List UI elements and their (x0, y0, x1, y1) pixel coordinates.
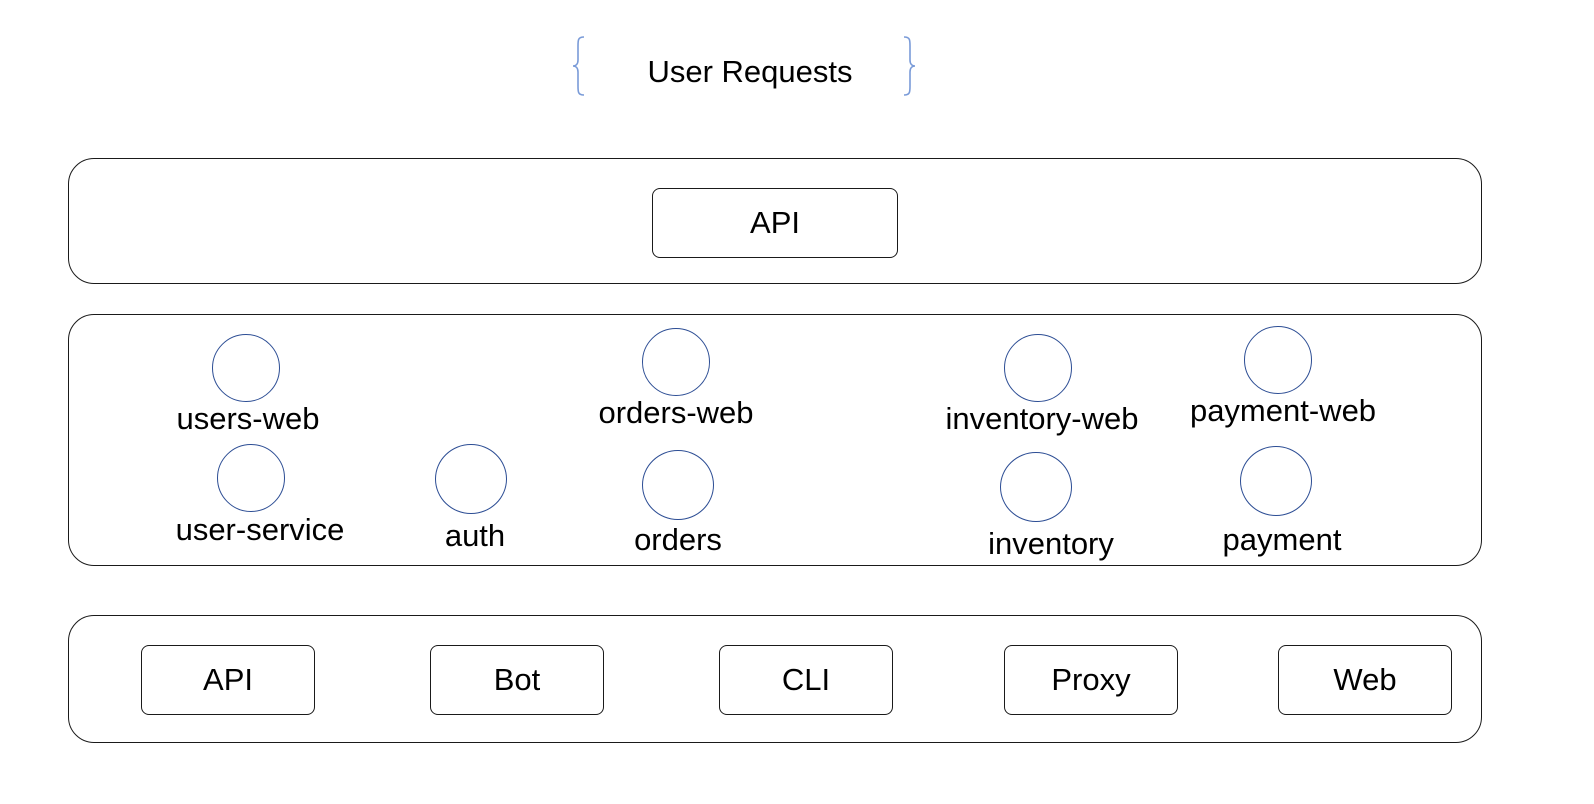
inventory-web-label: inventory-web (945, 401, 1139, 436)
client-bot-box[interactable]: Bot (430, 645, 604, 715)
gateway-layer: API (68, 158, 1482, 284)
clients-layer: API Bot CLI Proxy Web (68, 615, 1482, 743)
inventory-node-icon[interactable] (1000, 452, 1072, 522)
client-cli-label: CLI (781, 662, 831, 697)
user-service-label: user-service (175, 512, 345, 547)
client-proxy-box[interactable]: Proxy (1004, 645, 1178, 715)
payment-node-icon[interactable] (1240, 446, 1312, 516)
inventory-web-node-icon[interactable] (1004, 334, 1072, 402)
users-web-node-icon[interactable] (212, 334, 280, 402)
api-gateway-label: API (750, 205, 800, 240)
right-brace-icon (903, 36, 916, 96)
left-brace-icon (572, 36, 585, 96)
client-web-box[interactable]: Web (1278, 645, 1452, 715)
client-bot-label: Bot (493, 662, 541, 697)
user-service-node-icon[interactable] (217, 444, 285, 512)
client-api-box[interactable]: API (141, 645, 315, 715)
payment-label: payment (1222, 522, 1342, 557)
client-api-label: API (203, 662, 253, 697)
users-web-label: users-web (176, 401, 320, 436)
client-cli-box[interactable]: CLI (719, 645, 893, 715)
inventory-label: inventory (988, 526, 1114, 561)
api-gateway-box[interactable]: API (652, 188, 898, 258)
client-proxy-label: Proxy (1051, 662, 1131, 697)
client-web-label: Web (1333, 662, 1397, 697)
payment-web-node-icon[interactable] (1244, 326, 1312, 394)
auth-label: auth (444, 518, 506, 553)
orders-web-node-icon[interactable] (642, 328, 710, 396)
orders-web-label: orders-web (598, 395, 754, 430)
orders-label: orders (634, 522, 722, 557)
payment-web-label: payment-web (1189, 393, 1377, 428)
orders-node-icon[interactable] (642, 450, 714, 520)
auth-node-icon[interactable] (435, 444, 507, 514)
user-requests-title: User Requests (647, 54, 853, 89)
